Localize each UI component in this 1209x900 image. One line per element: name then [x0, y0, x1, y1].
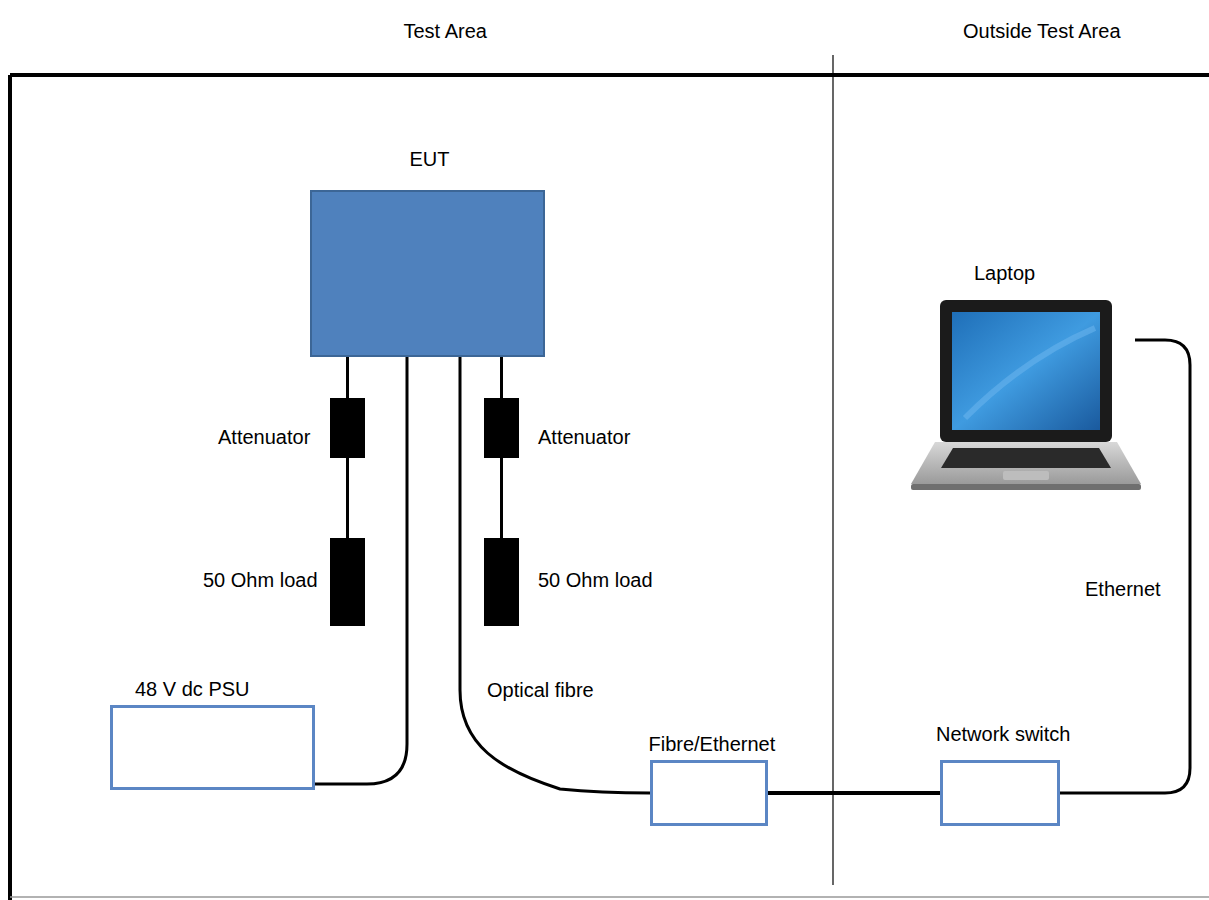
node-label: Attenuator	[538, 426, 630, 449]
load: 50 Ohm load	[330, 538, 365, 626]
node-label: Fibre/Ethernet	[649, 733, 776, 756]
node-label: EUT	[410, 148, 450, 171]
cable	[346, 458, 349, 538]
eut-box: EUT	[310, 190, 545, 357]
attenuator: Attenuator	[484, 398, 519, 458]
attenuator: Attenuator	[330, 398, 365, 458]
cable	[315, 357, 407, 784]
cable	[768, 791, 940, 795]
frame-bottom	[10, 896, 1209, 898]
cable-label: Optical fibre	[487, 679, 594, 702]
load: 50 Ohm load	[484, 538, 519, 626]
node-label: Attenuator	[218, 426, 310, 449]
cable-label: Ethernet	[1083, 578, 1163, 601]
cable	[346, 357, 349, 398]
area-divider	[832, 55, 833, 885]
node-label: Laptop	[974, 262, 1035, 285]
node-label: 48 V dc PSU	[135, 678, 250, 701]
frame-top	[10, 73, 1209, 77]
node-label: Network switch	[936, 723, 1070, 746]
cable	[500, 357, 503, 398]
cable	[500, 458, 503, 538]
psu-box: 48 V dc PSU	[110, 705, 315, 790]
network-switch-box: Network switch	[940, 760, 1060, 826]
node-label: 50 Ohm load	[203, 569, 318, 592]
area-label: Test Area	[404, 20, 487, 43]
node-label: 50 Ohm load	[538, 569, 653, 592]
laptop: Laptop	[905, 298, 1145, 494]
frame-left	[8, 75, 12, 900]
laptop-illustration	[905, 298, 1145, 494]
area-label: Outside Test Area	[963, 20, 1121, 43]
media-converter-box: Fibre/Ethernet	[650, 760, 768, 826]
